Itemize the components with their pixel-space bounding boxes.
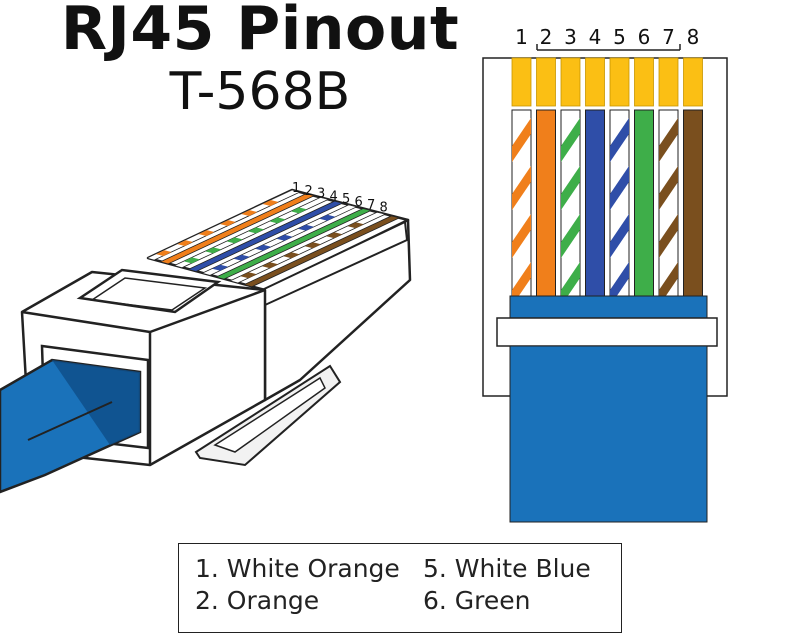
wire-stripe: [219, 220, 236, 226]
wire-stripe: [659, 166, 678, 210]
wire-stripe: [659, 262, 678, 306]
wire-stripe: [262, 200, 279, 206]
pin-number-label: 1: [292, 181, 300, 196]
pin-number-label: 8: [380, 201, 388, 216]
wire-stripe: [233, 254, 250, 261]
cable-jacket: [509, 295, 708, 319]
pin-number-label: 4: [330, 189, 338, 204]
wire-stripe: [297, 224, 314, 231]
gold-contact: [658, 57, 679, 107]
wire-stripe: [610, 214, 629, 258]
wire-4: [585, 109, 605, 297]
gold-contact: [536, 57, 556, 107]
wire-stripe: [240, 272, 257, 279]
wire-stripe: [176, 240, 193, 246]
legend-item-1: 1. White Orange: [195, 554, 400, 583]
wire-stripe: [276, 234, 293, 241]
pin-number-label: 6: [638, 25, 651, 49]
wire-stripe: [183, 257, 200, 264]
wire-stripe: [512, 118, 531, 162]
wire-stripe: [561, 214, 580, 258]
wire-stripe: [347, 222, 364, 229]
wire-2: [536, 109, 556, 297]
gold-contact: [511, 57, 532, 107]
pin-number-label: 8: [687, 25, 700, 49]
diagram-title: RJ45 Pinout: [60, 0, 460, 64]
wire-stripe: [226, 237, 243, 244]
wire-stripe: [512, 214, 531, 258]
wire-stripe: [212, 264, 229, 271]
wire-stripe: [290, 207, 307, 214]
pin-number-label: 6: [355, 195, 363, 210]
wire-stripe: [262, 262, 279, 269]
wire-stripe: [512, 262, 531, 306]
wire-stripe: [659, 214, 678, 258]
wire-stripe: [326, 232, 343, 239]
wire-stripe: [561, 166, 580, 210]
pin-number-label: 7: [662, 25, 675, 49]
wire-stripe: [304, 242, 321, 249]
legend-item-5: 5. White Blue: [423, 554, 591, 583]
gold-contact: [634, 57, 654, 107]
pin-number-label: 4: [589, 25, 602, 49]
wire-stripe: [283, 252, 300, 259]
pin-number-label: 5: [613, 25, 626, 49]
wire-stripe: [610, 166, 629, 210]
gold-contact: [609, 57, 630, 107]
wire-stripe: [319, 214, 336, 221]
pin-number-label: 1: [515, 25, 528, 49]
pin-number-label: 2: [305, 184, 313, 199]
pin-number-label: 5: [342, 192, 350, 207]
wire-color-legend: 1. White Orange 2. Orange 5. White Blue …: [178, 543, 622, 633]
cable-jacket-lower: [509, 345, 708, 523]
gold-contact: [560, 57, 581, 107]
wire-stripe: [512, 166, 531, 210]
connector-crimp-strip: [496, 317, 718, 347]
pin-number-label: 3: [564, 25, 577, 49]
wire-stripe: [205, 247, 222, 254]
pin-number-label: 3: [317, 187, 325, 202]
wire-stripe: [610, 262, 629, 306]
gold-contact: [683, 57, 703, 107]
wire-stripe: [659, 118, 678, 162]
wire-6: [634, 109, 654, 297]
pin-number-label: 2: [540, 25, 553, 49]
wire-stripe: [561, 118, 580, 162]
pin-number-label: 7: [367, 198, 375, 213]
wire-stripe: [561, 262, 580, 306]
gold-contact: [585, 57, 605, 107]
legend-item-6: 6. Green: [423, 586, 531, 615]
wire-stripe: [241, 210, 258, 216]
diagram-subtitle: T-568B: [169, 62, 351, 122]
legend-item-2: 2. Orange: [195, 586, 320, 615]
wire-stripe: [269, 217, 286, 224]
wire-stripe: [610, 118, 629, 162]
wire-stripe: [255, 244, 272, 251]
wire-stripe: [248, 227, 265, 234]
wire-stripe: [155, 250, 172, 256]
wire-8: [683, 109, 703, 297]
wire-stripe: [198, 230, 215, 236]
